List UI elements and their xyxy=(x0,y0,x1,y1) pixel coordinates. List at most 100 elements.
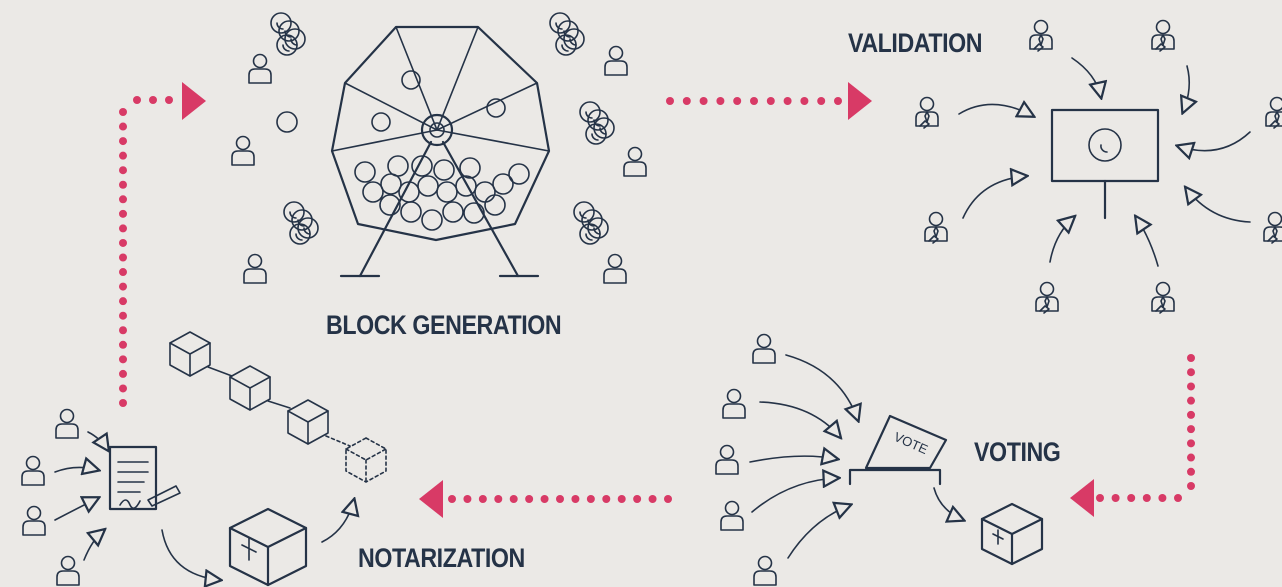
flow-generation-to-validation-dot xyxy=(699,97,708,105)
validator-person-icon xyxy=(1151,281,1175,314)
flow-notarization-to-generation-dot xyxy=(165,96,173,104)
flow-voting-to-notarization-dot xyxy=(509,495,518,503)
flow-validation-to-voting-dot xyxy=(1187,439,1195,448)
flow-voting-to-notarization-dot xyxy=(664,495,672,503)
validator-person-icon xyxy=(1029,19,1053,52)
notarization-arrows xyxy=(54,431,354,580)
flow-voting-to-notarization-arrowhead xyxy=(419,480,443,518)
validation-arrows xyxy=(958,57,1251,267)
person-icon xyxy=(753,555,777,586)
coin-stack-icon xyxy=(270,12,306,56)
lottery-wheel-icon xyxy=(330,25,551,278)
person-icon xyxy=(248,53,272,84)
flow-voting-to-notarization-dot xyxy=(602,495,611,503)
coin-stack-icon xyxy=(579,101,615,145)
flow-generation-to-validation-dot xyxy=(750,97,758,105)
flow-notarization-to-generation-dot xyxy=(119,326,127,335)
flow-validation-to-voting-dot xyxy=(1158,494,1167,502)
flow-validation-to-voting-dot xyxy=(1142,494,1151,502)
flow-notarization-to-generation-dot xyxy=(119,122,127,131)
flow-notarization-to-generation-dot xyxy=(119,253,127,262)
flow-notarization-to-generation-dot xyxy=(119,108,127,116)
flow-notarization-to-generation-dot xyxy=(119,399,127,407)
flow-generation-to-validation-dot xyxy=(783,97,792,105)
person-icon xyxy=(21,455,45,486)
person-icon xyxy=(55,408,79,439)
flow-generation-to-validation-dot xyxy=(733,97,742,105)
validator-person-icon xyxy=(1265,96,1282,129)
blockchain-icon xyxy=(169,331,387,483)
process-flow-arrows xyxy=(119,82,1195,518)
flow-generation-to-validation-dot xyxy=(800,97,809,105)
flow-generation-to-validation-dot xyxy=(716,97,725,105)
flow-notarization-to-generation-dot xyxy=(119,137,127,146)
flow-notarization-to-generation-dot xyxy=(149,96,157,104)
flow-notarization-to-generation-dot xyxy=(119,355,127,364)
coin-stack-icon xyxy=(549,12,585,56)
validator-person-icon xyxy=(1263,211,1282,244)
flow-validation-to-voting-dot xyxy=(1187,368,1195,377)
ballot-box-icon: VOTE xyxy=(848,414,948,486)
flow-generation-to-validation-arrowhead xyxy=(848,82,872,120)
flow-validation-to-voting-dot xyxy=(1187,354,1195,362)
flow-generation-to-validation-dot xyxy=(682,97,691,105)
validator-person-icon xyxy=(1035,281,1059,314)
cube-icon xyxy=(980,502,1044,566)
flow-generation-to-validation-dot xyxy=(834,97,842,105)
flow-voting-to-notarization-dot xyxy=(448,495,456,503)
stage-label-notarization: NOTARIZATION xyxy=(358,543,525,573)
person-icon xyxy=(722,388,746,419)
person-icon xyxy=(623,146,647,177)
flow-voting-to-notarization-dot xyxy=(556,495,564,503)
ballot-text: VOTE xyxy=(892,429,931,457)
flow-notarization-to-generation-dot xyxy=(119,297,127,306)
flow-generation-to-validation-dot xyxy=(817,97,826,105)
flow-notarization-to-generation-dot xyxy=(119,268,127,277)
flow-validation-to-voting-dot xyxy=(1187,482,1195,490)
flow-notarization-to-generation-dot xyxy=(119,209,127,218)
stage-label-voting: VOTING xyxy=(974,437,1061,467)
coin-stack-icon xyxy=(573,201,609,245)
coin-stack-icon xyxy=(283,201,319,245)
flow-voting-to-notarization-dot xyxy=(463,495,472,503)
flow-notarization-to-generation-dot xyxy=(119,166,127,175)
flow-notarization-to-generation-dot xyxy=(119,224,127,233)
document-sign-icon xyxy=(108,445,181,511)
flow-validation-to-voting-dot xyxy=(1187,410,1195,419)
flow-voting-to-notarization-dot xyxy=(478,495,487,503)
flow-validation-to-voting-dot xyxy=(1111,494,1120,502)
flow-voting-to-notarization-dot xyxy=(586,495,595,503)
flow-voting-to-notarization-dot xyxy=(540,495,549,503)
cube-icon xyxy=(228,507,308,587)
person-icon xyxy=(715,444,739,475)
flow-notarization-to-generation-dot xyxy=(119,384,127,393)
flow-voting-to-notarization-dot xyxy=(494,495,503,503)
person-icon xyxy=(720,500,744,531)
flow-validation-to-voting-dot xyxy=(1127,494,1136,502)
flow-validation-to-voting-arrowhead xyxy=(1070,479,1094,517)
stage-label-block-generation: BLOCK GENERATION xyxy=(326,310,562,340)
person-icon xyxy=(56,555,80,586)
person-icon xyxy=(604,45,628,76)
flow-voting-to-notarization-dot xyxy=(648,495,657,503)
person-icon xyxy=(22,505,46,536)
person-icon xyxy=(752,333,776,364)
validator-person-icon xyxy=(1151,19,1175,52)
flow-notarization-to-generation-dot xyxy=(119,195,127,204)
coin-icon xyxy=(276,111,298,133)
flow-generation-to-validation-dot xyxy=(766,97,775,105)
flow-notarization-to-generation-arrowhead xyxy=(182,82,206,120)
flow-voting-to-notarization-dot xyxy=(571,495,580,503)
flow-validation-to-voting-dot xyxy=(1096,494,1104,502)
flow-notarization-to-generation-dot xyxy=(119,369,127,378)
person-icon xyxy=(243,253,267,284)
flow-validation-to-voting-dot xyxy=(1187,425,1195,434)
flow-notarization-to-generation-dot xyxy=(119,238,127,247)
flow-validation-to-voting-dot xyxy=(1187,467,1195,476)
flow-notarization-to-generation-dot xyxy=(119,180,127,189)
stage-label-validation: VALIDATION xyxy=(848,28,983,58)
flow-notarization-to-generation-dot xyxy=(119,282,127,291)
flow-validation-to-voting-dot xyxy=(1187,453,1195,462)
